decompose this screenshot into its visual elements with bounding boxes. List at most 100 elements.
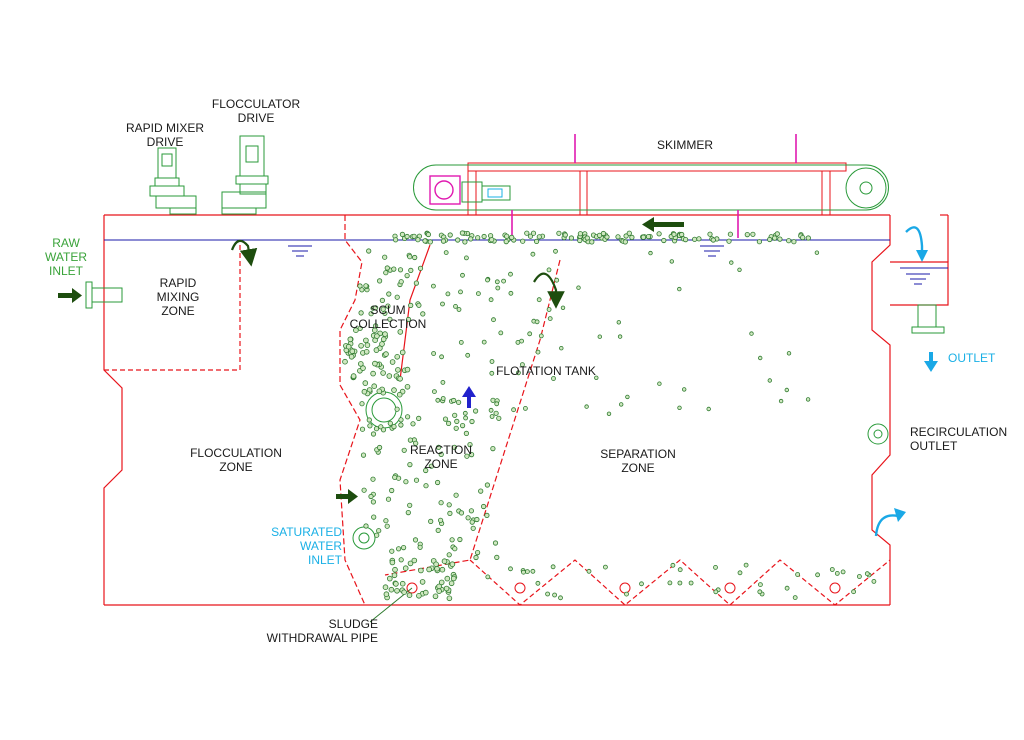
bubble bbox=[438, 579, 445, 586]
bubble bbox=[404, 414, 411, 420]
bubble bbox=[382, 331, 388, 337]
bubble bbox=[373, 347, 380, 353]
bubble bbox=[402, 565, 409, 571]
bubble bbox=[670, 562, 676, 568]
bubble bbox=[661, 237, 667, 244]
bubble bbox=[450, 575, 457, 582]
bubble bbox=[639, 581, 644, 587]
bubble bbox=[395, 546, 402, 552]
bubble bbox=[376, 528, 382, 534]
bubble bbox=[521, 569, 526, 575]
bubble bbox=[469, 418, 475, 425]
bubble bbox=[374, 333, 380, 339]
bubble bbox=[370, 476, 376, 482]
bubble bbox=[383, 351, 389, 357]
bubble bbox=[494, 279, 500, 285]
bubble bbox=[399, 231, 405, 237]
bubble bbox=[440, 238, 447, 244]
bubble bbox=[756, 239, 763, 245]
bubble bbox=[795, 572, 800, 577]
bubble bbox=[584, 235, 590, 241]
bubble bbox=[374, 532, 380, 538]
bubble bbox=[535, 580, 541, 586]
bubble bbox=[503, 239, 509, 245]
bubble bbox=[568, 235, 575, 241]
bubble bbox=[432, 593, 439, 600]
bubble bbox=[840, 569, 846, 575]
bubble bbox=[380, 370, 386, 376]
bubble bbox=[467, 441, 473, 448]
bubble bbox=[596, 232, 603, 238]
bubble bbox=[445, 420, 452, 426]
bubble bbox=[416, 592, 422, 599]
bubble bbox=[388, 586, 395, 593]
bubble bbox=[481, 339, 487, 345]
bubble bbox=[504, 233, 510, 239]
bubble bbox=[400, 544, 407, 551]
bubble bbox=[677, 286, 682, 292]
bubble bbox=[677, 405, 682, 410]
bubble bbox=[347, 336, 354, 343]
water-level-symbol-2 bbox=[700, 245, 724, 257]
bubble bbox=[364, 342, 371, 348]
bubble bbox=[757, 589, 763, 595]
water-line bbox=[104, 239, 948, 285]
bubble bbox=[437, 517, 444, 523]
bubble bbox=[435, 397, 441, 403]
bubble bbox=[453, 492, 459, 498]
bubble bbox=[383, 518, 389, 524]
bubble bbox=[547, 316, 553, 322]
bubble bbox=[404, 383, 411, 390]
bubble bbox=[520, 238, 526, 244]
bubble bbox=[407, 560, 414, 567]
outlet-down-arrow bbox=[924, 352, 938, 372]
bubble bbox=[397, 267, 404, 273]
bubble bbox=[772, 235, 778, 241]
bubble bbox=[617, 334, 623, 339]
bubble bbox=[871, 579, 877, 584]
bubble bbox=[386, 291, 392, 297]
bubble bbox=[366, 248, 372, 254]
bubble bbox=[533, 238, 540, 244]
bubble bbox=[359, 426, 366, 432]
bubble bbox=[490, 397, 496, 403]
bubble bbox=[474, 549, 481, 556]
bubble bbox=[417, 265, 424, 271]
bubble bbox=[458, 289, 463, 295]
bubble bbox=[463, 255, 469, 261]
bubble bbox=[462, 410, 468, 416]
bubble bbox=[439, 354, 445, 360]
bubble bbox=[562, 232, 568, 238]
bubble bbox=[485, 574, 491, 580]
bubble bbox=[370, 370, 376, 377]
bubble bbox=[449, 561, 456, 567]
bubble bbox=[435, 444, 442, 450]
bubble bbox=[777, 236, 783, 242]
bubble bbox=[420, 311, 426, 317]
bubble bbox=[489, 414, 495, 419]
rapid-mix-curl-arrow bbox=[230, 239, 258, 267]
bubble bbox=[706, 406, 711, 412]
bubble bbox=[508, 566, 513, 572]
bubble bbox=[389, 559, 396, 566]
bubble bbox=[508, 290, 514, 296]
bubble bbox=[440, 396, 446, 401]
bubble bbox=[434, 479, 441, 486]
bubble bbox=[623, 233, 629, 239]
sludge-withdrawal-pipe-label: SLUDGE WITHDRAWAL PIPE bbox=[266, 617, 378, 645]
bubble bbox=[342, 358, 348, 365]
bubble bbox=[426, 566, 432, 573]
bubble bbox=[778, 398, 784, 404]
bubble bbox=[360, 365, 366, 371]
bubble bbox=[353, 327, 359, 334]
bubble bbox=[401, 589, 407, 595]
bubble bbox=[551, 376, 556, 381]
bubble bbox=[473, 554, 479, 561]
bubble bbox=[481, 233, 487, 240]
bubble bbox=[576, 285, 581, 290]
bubble bbox=[363, 523, 369, 529]
bubble bbox=[494, 401, 500, 407]
bubble bbox=[468, 451, 475, 458]
bubble bbox=[480, 503, 487, 510]
bubble bbox=[520, 362, 525, 368]
